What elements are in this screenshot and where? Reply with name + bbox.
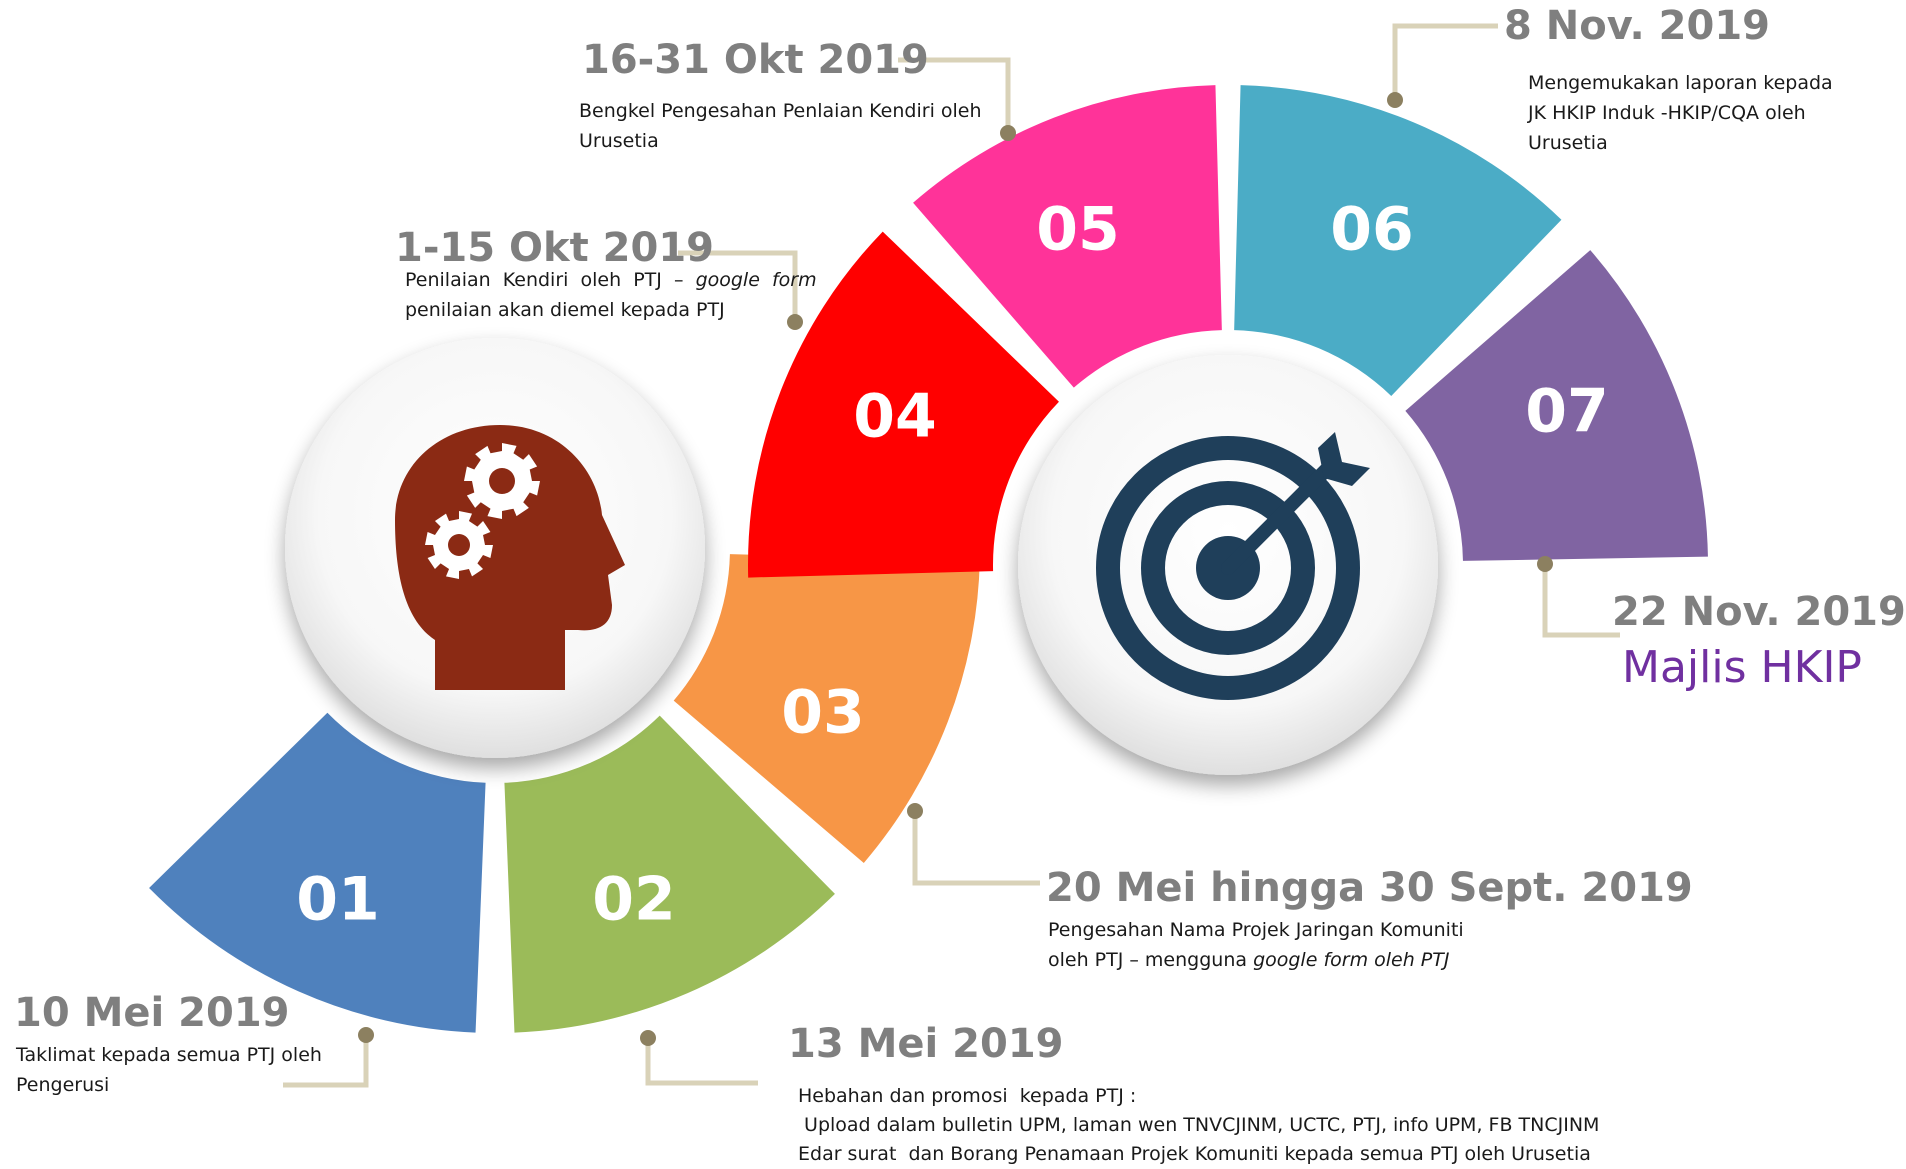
segment-03 [673, 554, 980, 863]
milestone-06-date: 8 Nov. 2019 [1504, 3, 1770, 49]
connector-line-04 [678, 250, 798, 322]
connector-line-02 [645, 1038, 758, 1086]
milestone-06-description: Mengemukakan laporan kepada JK HKIP Indu… [1528, 68, 1833, 158]
milestone-02-desc-line: Edar surat dan Borang Penamaan Projek Ko… [798, 1143, 1591, 1165]
milestone-04-desc-line: Penilaian Kendiri oleh PTJ – google form [405, 265, 817, 295]
connector-dot-03 [907, 803, 923, 819]
segment-04-number: 04 [853, 382, 937, 452]
segment-05 [913, 85, 1222, 388]
head-with-gears-icon [395, 425, 625, 690]
gear-icon [464, 443, 540, 519]
segment-06-number: 06 [1330, 195, 1414, 265]
connector-dot-05 [1000, 125, 1016, 141]
segment-02 [504, 715, 835, 1033]
connector-line-03 [912, 811, 1040, 886]
connector-line-01 [283, 1035, 369, 1088]
segment-05-number: 05 [1036, 195, 1120, 265]
milestone-06-desc-line: JK HKIP Induk -HKIP/CQA oleh [1528, 102, 1806, 124]
connector-line-07 [1542, 564, 1620, 638]
milestone-03-date: 20 Mei hingga 30 Sept. 2019 [1046, 865, 1693, 911]
segment-01 [149, 712, 486, 1033]
milestone-04-description: Penilaian Kendiri oleh PTJ – google form… [405, 265, 817, 325]
milestone-05-desc-line: Urusetia [579, 130, 659, 152]
connector-dot-04 [787, 314, 803, 330]
segment-01-number: 01 [296, 865, 380, 935]
milestone-03-desc-line: oleh PTJ – mengguna google form oleh PTJ [1048, 945, 1464, 975]
connector-line-05 [898, 57, 1011, 133]
connector-lines [283, 23, 1620, 1088]
segment-06 [1234, 85, 1562, 396]
connector-dot-02 [640, 1030, 656, 1046]
milestone-04-desc-line: penilaian akan diemel kepada PTJ [405, 299, 725, 321]
timeline-segments: 01 02 03 04 05 06 07 [149, 85, 1708, 1033]
connector-dot-06 [1387, 92, 1403, 108]
milestone-02-desc-line: Upload dalam bulletin UPM, laman wen TNV… [798, 1114, 1600, 1136]
milestone-03-description: Pengesahan Nama Projek Jaringan Komuniti… [1048, 915, 1464, 975]
milestone-06-desc-line: Urusetia [1528, 132, 1608, 154]
milestone-05-desc-line: Bengkel Pengesahan Penlaian Kendiri oleh [579, 100, 982, 122]
segment-07-number: 07 [1525, 377, 1609, 447]
milestone-03-desc-line: Pengesahan Nama Projek Jaringan Komuniti [1048, 919, 1464, 941]
milestone-02-description: Hebahan dan promosi kepada PTJ : Upload … [798, 1082, 1599, 1169]
segment-04 [748, 231, 1059, 578]
milestone-02-date: 13 Mei 2019 [788, 1021, 1064, 1067]
timeline-infographic: 01 02 03 04 05 06 07 10 Mei 2019 Taklimat kepa… [14, 3, 1906, 1165]
milestone-07-label: Majlis HKIP [1622, 642, 1862, 693]
milestone-05-description: Bengkel Pengesahan Penlaian Kendiri oleh… [579, 96, 982, 156]
milestone-02-desc-line: Hebahan dan promosi kepada PTJ : [798, 1085, 1137, 1107]
gear-icon [425, 511, 493, 579]
milestone-04-desc-plain: Penilaian Kendiri oleh PTJ – [405, 269, 696, 291]
milestone-06-desc-line: Mengemukakan laporan kepada [1528, 72, 1833, 94]
connector-line-06 [1392, 23, 1498, 100]
target-with-arrow-icon [1096, 432, 1370, 700]
milestone-04-date: 1-15 Okt 2019 [395, 225, 715, 271]
diagram-canvas: 01 02 03 04 05 06 07 [149, 23, 1708, 1088]
milestone-03-desc-italic: google form oleh PTJ [1253, 949, 1450, 971]
milestone-01-desc-line: Taklimat kepada semua PTJ oleh [16, 1044, 322, 1066]
milestone-07-date: 22 Nov. 2019 [1612, 589, 1906, 635]
connector-dot-07 [1537, 556, 1553, 572]
milestone-01-description: Taklimat kepada semua PTJ oleh Pengerusi [16, 1040, 322, 1100]
connector-dots [358, 92, 1553, 1046]
segment-02-number: 02 [592, 865, 676, 935]
milestone-01-desc-line: Pengerusi [16, 1074, 110, 1096]
segment-07 [1405, 250, 1708, 561]
segment-03-number: 03 [781, 678, 865, 748]
milestone-05-date: 16-31 Okt 2019 [582, 37, 929, 83]
milestone-04-desc-italic: google form [695, 269, 817, 291]
milestone-01-date: 10 Mei 2019 [14, 990, 290, 1036]
connector-dot-01 [358, 1027, 374, 1043]
milestone-03-desc-plain: oleh PTJ – mengguna [1048, 949, 1254, 971]
